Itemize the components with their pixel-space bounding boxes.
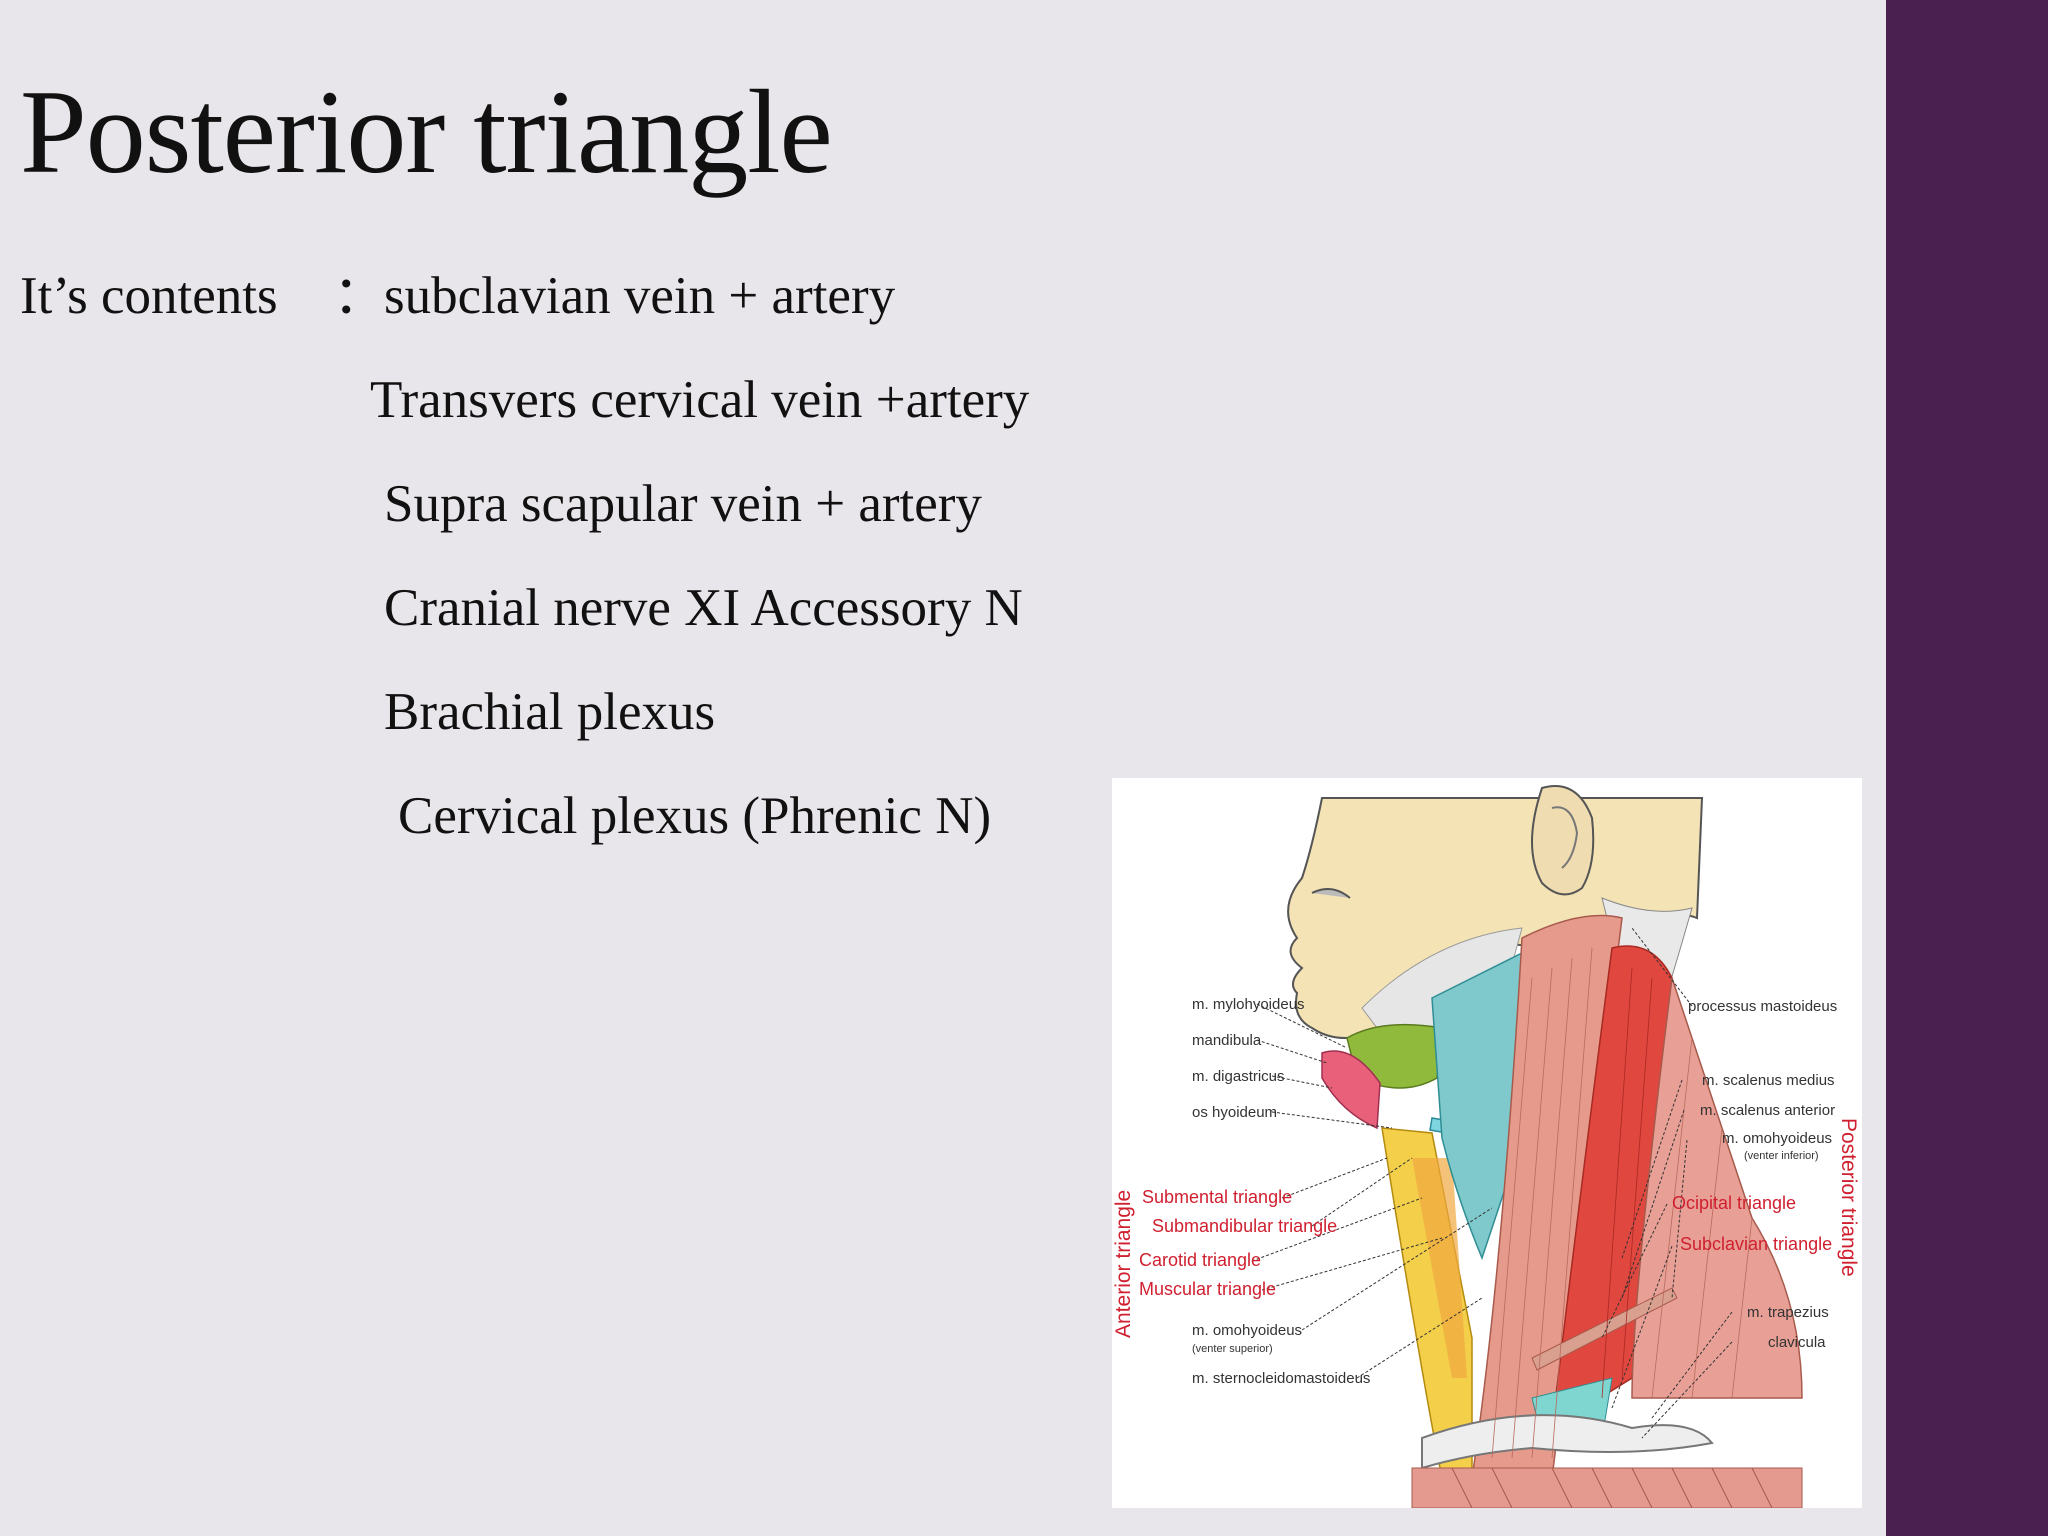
content-item-3: Supra scapular vein + artery xyxy=(384,475,982,533)
label-clavicula: clavicula xyxy=(1768,1334,1826,1351)
content-item-2: Transvers cervical vein +artery xyxy=(370,371,1030,429)
content-item-1: subclavian vein + artery xyxy=(384,267,896,325)
ear-shape xyxy=(1531,785,1595,896)
label-muscular-triangle: Muscular triangle xyxy=(1139,1279,1276,1299)
sternocleidomastoid-muscle xyxy=(1471,914,1623,1479)
accent-sidebar xyxy=(1886,0,2048,1536)
content-item-6: Cervical plexus (Phrenic N) xyxy=(398,787,992,845)
label-submandibular-triangle: Submandibular triangle xyxy=(1152,1216,1337,1236)
label-digastricus: m. digastricus xyxy=(1192,1068,1285,1085)
label-processus-mastoideus: processus mastoideus xyxy=(1688,998,1837,1015)
content-item-5: Brachial plexus xyxy=(384,683,716,741)
label-scalenus-anterior: m. scalenus anterior xyxy=(1700,1102,1835,1119)
label-anterior-triangle: Anterior triangle xyxy=(1112,1190,1135,1338)
label-omohyoideus-inferior: m. omohyoideus xyxy=(1722,1130,1832,1147)
label-os-hyoideum: os hyoideum xyxy=(1192,1104,1277,1121)
label-posterior-triangle: Posterior triangle xyxy=(1837,1118,1860,1277)
label-omohyoideus-superior: m. omohyoideus xyxy=(1192,1322,1302,1339)
label-mandibula: mandibula xyxy=(1192,1032,1262,1049)
digastric-muscle xyxy=(1321,1050,1381,1130)
label-carotid-triangle: Carotid triangle xyxy=(1139,1250,1261,1270)
label-ocipital-triangle: Ocipital triangle xyxy=(1672,1193,1796,1213)
label-venter-inferior: (venter inferior) xyxy=(1744,1150,1819,1162)
label-sternocleidomastoideus: m. sternocleidomastoideus xyxy=(1192,1370,1370,1387)
contents-label: It’s contents xyxy=(20,267,278,325)
label-scalenus-medius: m. scalenus medius xyxy=(1702,1072,1835,1089)
contents-separator: ： xyxy=(333,267,386,325)
neck-triangles-illustration: m. mylohyoideus mandibula m. digastricus… xyxy=(1112,778,1862,1508)
neck-anatomy-drawing: m. mylohyoideus mandibula m. digastricus… xyxy=(1112,785,1860,1508)
content-item-4: Cranial nerve XI Accessory N xyxy=(384,579,1023,637)
label-mylohyoideus: m. mylohyoideus xyxy=(1192,996,1305,1013)
label-subclavian-triangle: Subclavian triangle xyxy=(1680,1234,1832,1254)
label-submental-triangle: Submental triangle xyxy=(1142,1187,1292,1207)
label-trapezius: m. trapezius xyxy=(1747,1304,1829,1321)
label-venter-superior: (venter superior) xyxy=(1192,1343,1273,1355)
slide-title: Posterior triangle xyxy=(20,65,833,198)
